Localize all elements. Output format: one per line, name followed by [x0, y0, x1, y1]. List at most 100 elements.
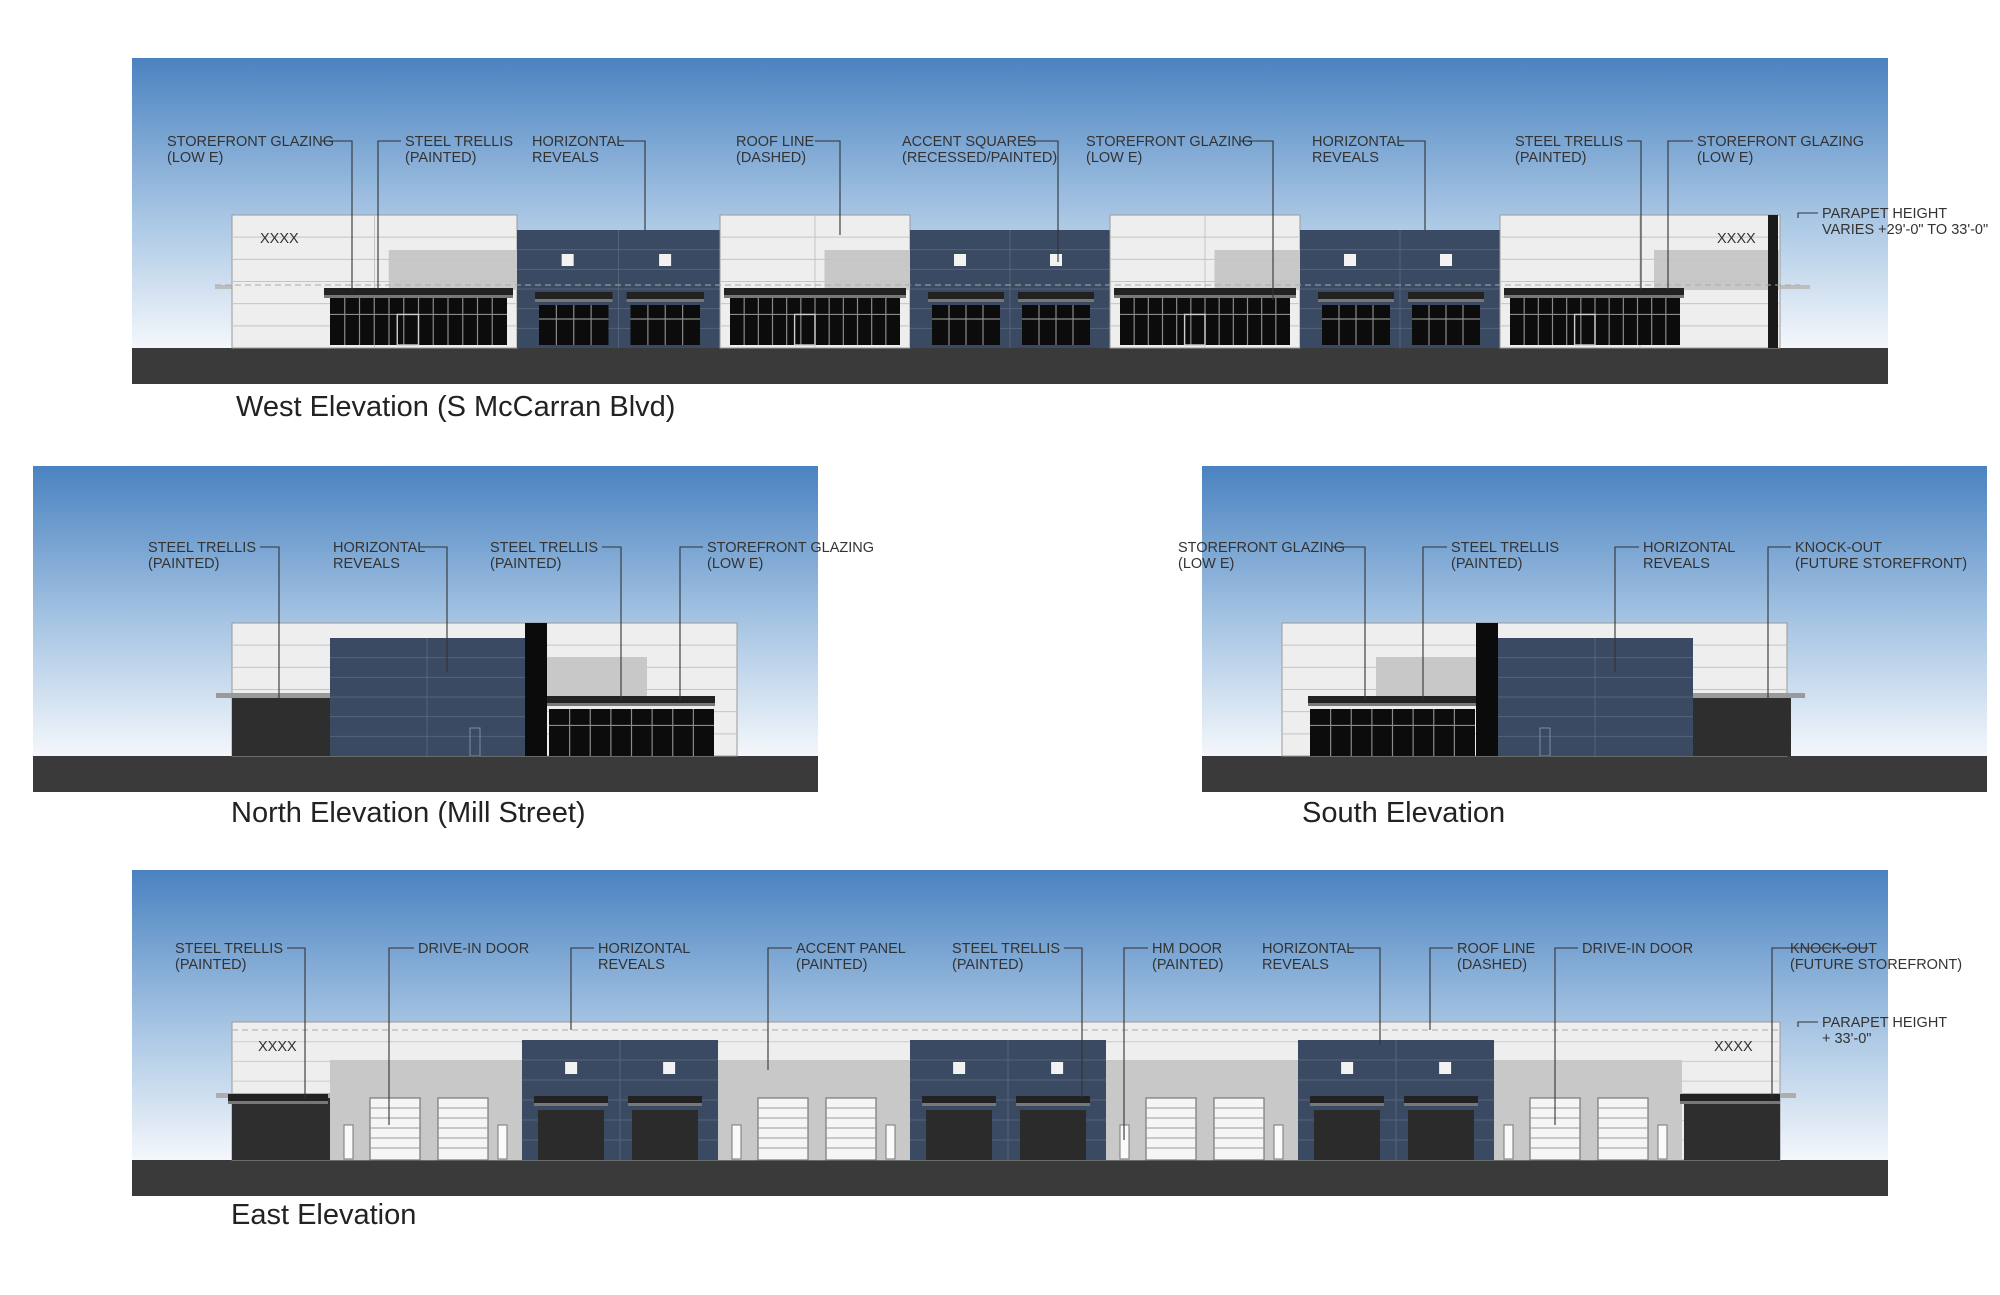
callout-label: STEEL TRELLIS [175, 941, 283, 957]
callout-leader-line [259, 546, 280, 700]
callout-label: HORIZONTAL [333, 540, 425, 556]
callout-label: HORIZONTAL [1262, 941, 1354, 957]
callout-leader-line [1063, 947, 1083, 1098]
steel-trellis [1504, 288, 1684, 295]
callout-label-line2: (LOW E) [1086, 150, 1142, 166]
accent-square [1341, 1062, 1354, 1074]
callout-leader-line [1399, 140, 1426, 230]
callout-leader-line [1771, 947, 1869, 1098]
steel-trellis [534, 1096, 608, 1103]
east-elevation-title: East Elevation [231, 1199, 417, 1231]
callout-label: HORIZONTAL [598, 941, 690, 957]
grey-accent-panel [1490, 1060, 1682, 1160]
callout-label: STEEL TRELLIS [1515, 134, 1623, 150]
steel-trellis [535, 292, 613, 299]
storefront-door [1573, 313, 1596, 346]
hm-door [1657, 1124, 1668, 1160]
steel-trellis [626, 292, 704, 299]
steel-trellis [628, 1096, 702, 1103]
callout-leader-line [1239, 140, 1274, 300]
drive-in-door [437, 1097, 489, 1161]
steel-trellis-shadow [324, 295, 513, 298]
callout-leader-line [320, 140, 353, 290]
steel-trellis [1408, 292, 1484, 299]
steel-trellis [1016, 1096, 1090, 1103]
callout-label-line2: (PAINTED) [952, 957, 1023, 973]
steel-trellis-shadow [922, 1103, 996, 1106]
callout-leader-line [1422, 546, 1447, 700]
steel-trellis [1114, 288, 1296, 295]
grey-accent-panel [718, 1060, 910, 1160]
accent-square [565, 1062, 578, 1074]
south-elevation-drawing: STOREFRONT GLAZING(LOW E)STEEL TRELLIS(P… [1178, 466, 1987, 792]
grey-accent-panel [1654, 250, 1780, 290]
ground-strip [33, 756, 818, 792]
callout-label: STOREFRONT GLAZING [1178, 540, 1345, 556]
callout-label: STEEL TRELLIS [1451, 540, 1559, 556]
steel-trellis [724, 288, 906, 295]
steel-trellis-shadow [1308, 703, 1476, 706]
callout-leader-line [1429, 947, 1453, 1030]
callout-leader-line [619, 140, 646, 230]
tenant-signage: XXXX [1717, 231, 1756, 247]
callout-leader-line [814, 140, 841, 235]
drive-in-door [1213, 1097, 1265, 1161]
accent-square [1439, 1062, 1452, 1074]
grey-accent-panel [1106, 1060, 1298, 1160]
callout-label-line2: REVEALS [598, 957, 665, 973]
callout-leader-line [570, 947, 594, 1030]
south-elevation-title: South Elevation [1302, 797, 1506, 829]
callout-leader-line [388, 947, 414, 1125]
steel-trellis-shadow [626, 299, 704, 302]
callout-label: STEEL TRELLIS [148, 540, 256, 556]
steel-trellis [928, 292, 1004, 299]
callout-label: STOREFRONT GLAZING [707, 540, 874, 556]
callout-leader-line [1614, 546, 1639, 672]
steel-trellis-shadow [535, 299, 613, 302]
accent-square [1051, 1062, 1064, 1074]
callout-label-line2: (PAINTED) [175, 957, 246, 973]
knock-out-panel [926, 1110, 992, 1160]
steel-trellis [922, 1096, 996, 1103]
callout-label-line2: REVEALS [1643, 556, 1710, 572]
grey-accent-panel [1376, 657, 1476, 697]
callout-label-line2: VARIES +29'-0" TO 33'-0" [1822, 222, 1988, 238]
drive-in-door [757, 1097, 809, 1161]
callout-label-line2: (PAINTED) [796, 957, 867, 973]
grey-accent-panel [388, 250, 517, 290]
knock-out-panel [1408, 1110, 1474, 1160]
tenant-signage: XXXX [1714, 1039, 1753, 1055]
accent-square [1050, 254, 1062, 266]
hm-door [1503, 1124, 1514, 1160]
knock-out-panel [232, 698, 330, 756]
steel-trellis [228, 1094, 328, 1101]
callout-label: ROOF LINE [1457, 941, 1535, 957]
accent-square [561, 254, 574, 266]
callout-leader-line [1349, 947, 1381, 1045]
steel-trellis [1018, 292, 1094, 299]
callout-label: ACCENT PANEL [796, 941, 906, 957]
hm-door [1273, 1124, 1284, 1160]
callout-leader-line [286, 947, 306, 1098]
knock-out-panel [1684, 1098, 1780, 1160]
callout-leader-line [1554, 947, 1578, 1125]
steel-trellis [1310, 1096, 1384, 1103]
hm-door [343, 1124, 354, 1160]
callout-leader-line [679, 546, 703, 700]
steel-trellis-shadow [1404, 1103, 1478, 1106]
steel-trellis-shadow [228, 1101, 328, 1104]
knock-out-panel [538, 1110, 604, 1160]
tenant-signage: XXXX [260, 231, 299, 247]
west-elevation-drawing: XXXX XXXX STOREFRONT GLAZING (LOW E) STEEL T… [132, 58, 1988, 384]
accent-square [953, 1062, 966, 1074]
knock-out-panel [1020, 1110, 1086, 1160]
callout-leader-line [1022, 140, 1059, 262]
callout-leader-line [377, 140, 401, 290]
steel-trellis-shadow [1016, 1103, 1090, 1106]
steel-trellis-shadow [928, 299, 1004, 302]
steel-trellis-shadow [1408, 299, 1484, 302]
callout-label-line2: REVEALS [532, 150, 599, 166]
callout-label: STOREFRONT GLAZING [167, 134, 334, 150]
callout-leader-line [1797, 1021, 1818, 1027]
